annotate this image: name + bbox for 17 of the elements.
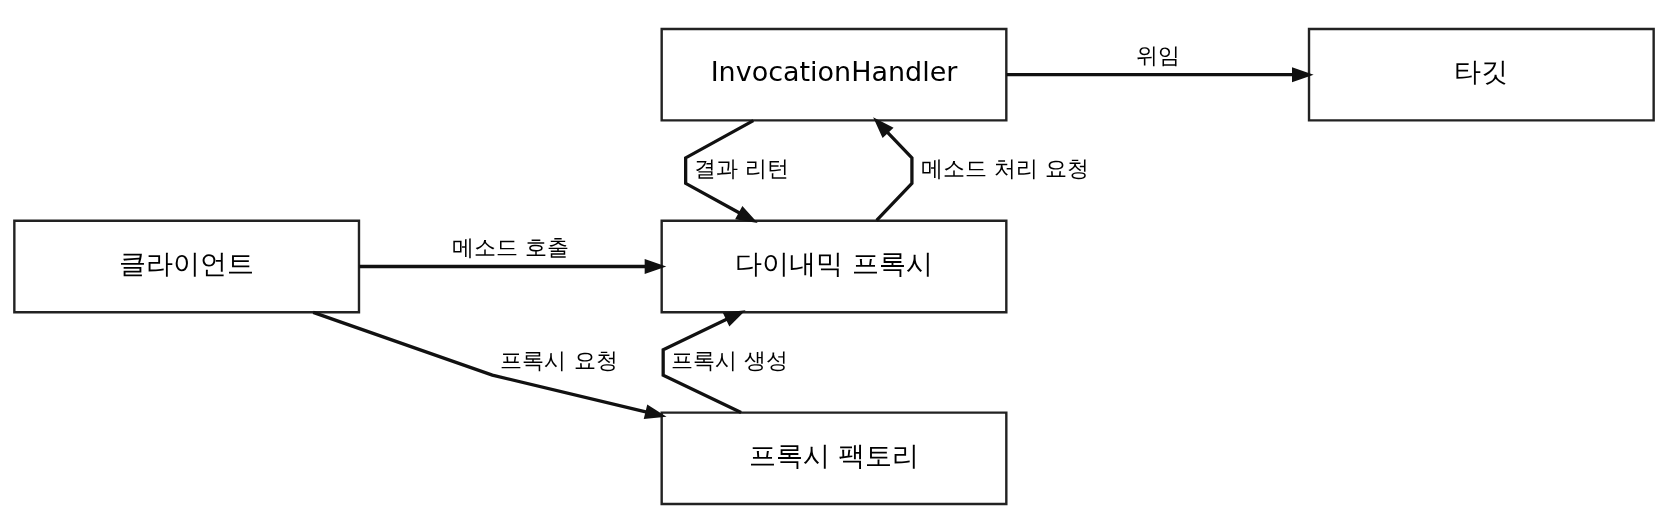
arrow [1006, 66, 1314, 82]
arrow [873, 116, 914, 221]
arrow [661, 309, 746, 414]
edge-label: 결과 리턴 [693, 154, 789, 181]
node-box: 클라이언트 [13, 219, 361, 313]
edge-label: 위임 [1135, 41, 1180, 68]
edge-label: 메소드 호출 [451, 233, 569, 260]
edge-label: 프록시 생성 [671, 346, 789, 373]
node-box: 다이내믹 프록시 [660, 219, 1008, 313]
edge-label: 프록시 요청 [500, 346, 618, 373]
arrow [312, 310, 667, 419]
node-box: 프록시 팩토리 [660, 410, 1008, 505]
edge-label: 메소드 처리 요청 [920, 154, 1089, 181]
node-box: 타깃 [1307, 27, 1655, 122]
arrow [684, 118, 758, 223]
arrow [359, 258, 667, 274]
node-box: InvocationHandler [660, 27, 1008, 122]
